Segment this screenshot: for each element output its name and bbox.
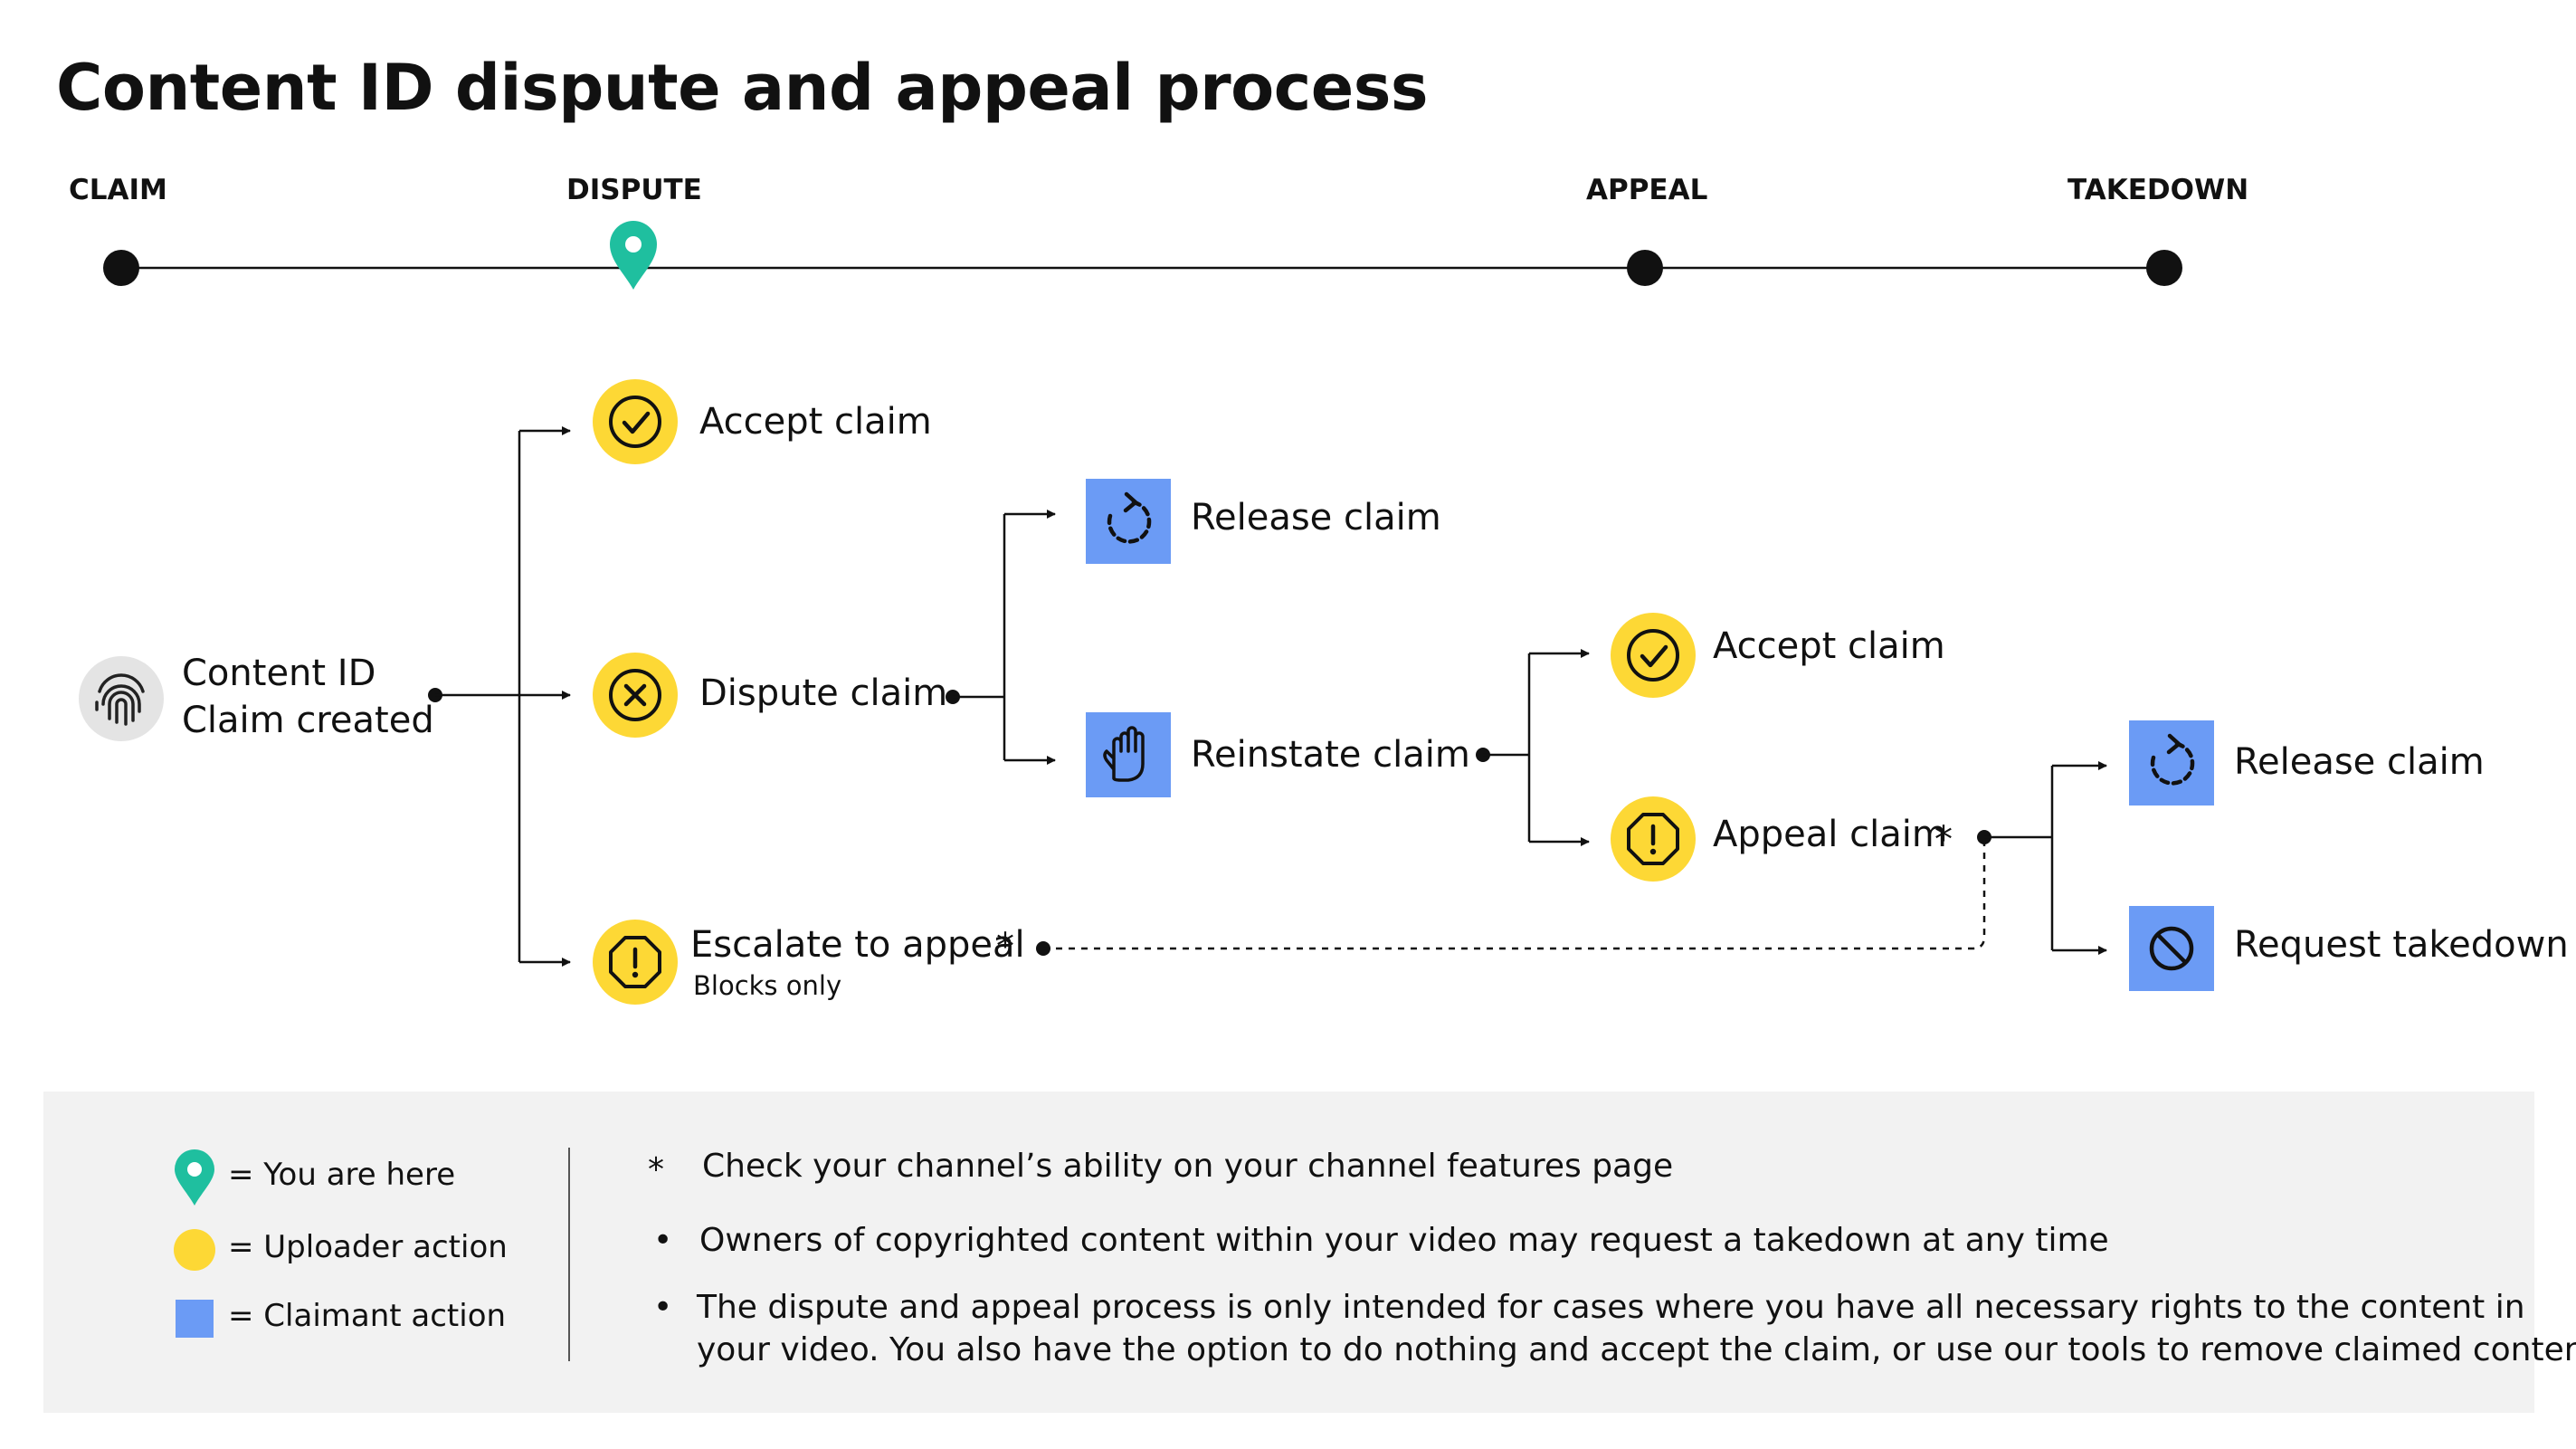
appeal-claim-label: Appeal claim: [1713, 814, 1947, 855]
accept-claim-label: Accept claim: [699, 401, 932, 443]
uploader-swatch: [174, 1229, 215, 1271]
legend-panel: [43, 1092, 2534, 1413]
legend-claimant-action: = Claimant action: [228, 1298, 507, 1334]
escalate-sublabel: Blocks only: [693, 970, 842, 1001]
x-circle-icon: [593, 653, 678, 738]
stage-claim: CLAIM: [69, 174, 167, 206]
refresh-icon: [1086, 479, 1171, 564]
accept-claim-label: Accept claim: [1713, 625, 1945, 667]
note-bullet-2-line1: The dispute and appeal process is only i…: [697, 1289, 2525, 1326]
alert-octagon-icon: [1611, 796, 1696, 882]
release-claim-label: Release claim: [2234, 741, 2485, 783]
stage-appeal: APPEAL: [1586, 174, 1708, 206]
fingerprint-icon: [79, 656, 164, 741]
claimant-swatch: [176, 1300, 214, 1338]
check-circle-icon: [1611, 613, 1696, 698]
map-pin-icon: [610, 221, 657, 290]
start-label-line1: Content ID: [182, 653, 376, 694]
legend-you-are-here: = You are here: [228, 1157, 456, 1193]
start-label-line2: Claim created: [182, 700, 434, 741]
stage-takedown: TAKEDOWN: [2067, 174, 2249, 206]
note-bullet: •: [653, 1222, 673, 1259]
timeline-dot-claim: [103, 250, 139, 286]
timeline-dot-takedown: [2146, 250, 2182, 286]
appeal-asterisk: *: [1934, 819, 1953, 861]
escalate-label: Escalate to appeal: [690, 924, 1025, 966]
legend-uploader-action: = Uploader action: [228, 1229, 508, 1265]
check-circle-icon: [593, 379, 678, 464]
block-icon: [2129, 906, 2214, 991]
note-bullet-1: Owners of copyrighted content within you…: [699, 1222, 2109, 1259]
legend-divider: [568, 1148, 570, 1361]
hand-icon: [1086, 712, 1171, 797]
note-asterisk-text: Check your channel’s ability on your cha…: [702, 1148, 1674, 1185]
note-asterisk-symbol: *: [648, 1151, 664, 1188]
request-takedown-label: Request takedown: [2234, 924, 2569, 966]
page-title: Content ID dispute and appeal process: [56, 51, 1429, 125]
refresh-icon: [2129, 720, 2214, 806]
dispute-claim-label: Dispute claim: [699, 672, 948, 714]
note-bullet: •: [653, 1289, 673, 1326]
timeline-dot-appeal: [1627, 250, 1663, 286]
map-pin-icon: [175, 1149, 214, 1206]
alert-octagon-icon: [593, 920, 678, 1005]
note-bullet-2-line2: your video. You also have the option to …: [697, 1331, 2576, 1368]
escalate-dashed-connector: [1043, 837, 1986, 950]
release-claim-label: Release claim: [1191, 497, 1441, 539]
reinstate-claim-label: Reinstate claim: [1191, 734, 1470, 776]
escalate-asterisk: *: [996, 926, 1014, 968]
stage-dispute: DISPUTE: [566, 174, 702, 206]
